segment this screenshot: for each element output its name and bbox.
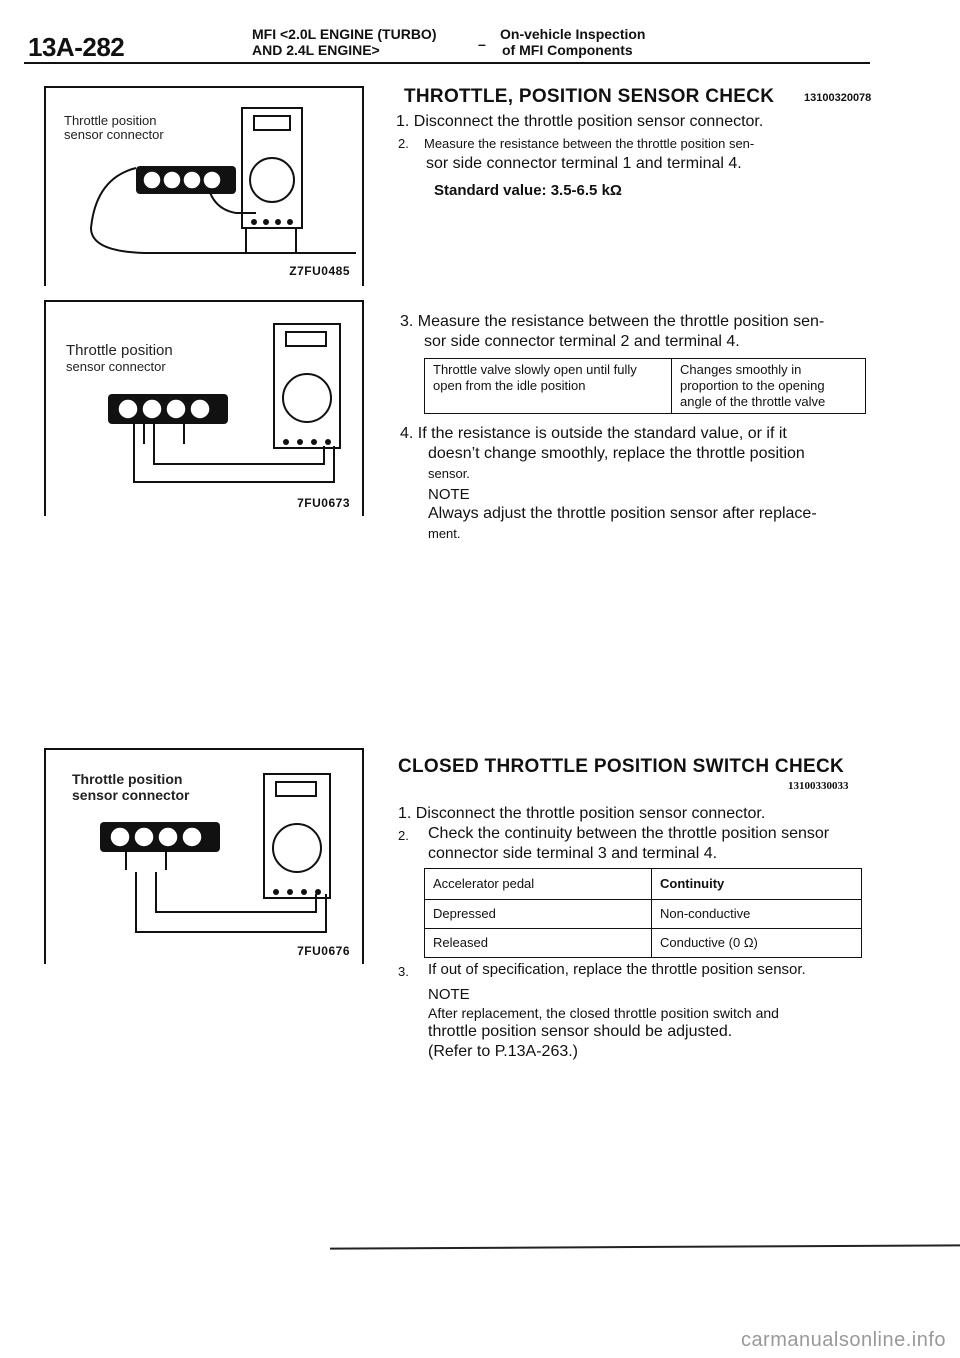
switch-step-1: 1. Disconnect the throttle position sens… <box>398 805 766 822</box>
sensor-step-2-num: 2. <box>398 136 409 151</box>
table-header-row: Accelerator pedal Continuity <box>424 868 862 900</box>
switch-check-code: 13100330033 <box>788 780 849 792</box>
sensor-note-line1: Always adjust the throttle position sens… <box>428 505 817 522</box>
sensor-step-2-line1: Measure the resistance between the throt… <box>424 136 755 151</box>
table-header-continuity: Continuity <box>651 868 862 900</box>
figure-3-top-border <box>46 748 362 750</box>
figure-3: Throttle position sensor connector 7FU06… <box>44 748 364 964</box>
header-engine-line1: MFI <2.0L ENGINE (TURBO) <box>252 26 437 42</box>
switch-step-3: If out of specification, replace the thr… <box>428 961 806 978</box>
sensor-note-line2: ment. <box>428 526 461 541</box>
sensor-check-title: THROTTLE, POSITION SENSOR CHECK <box>404 86 775 107</box>
figure-1-code: Z7FU0485 <box>289 264 350 278</box>
switch-check-title: CLOSED THROTTLE POSITION SWITCH CHECK <box>398 756 844 777</box>
header-section-line1: On-vehicle Inspection <box>500 26 646 42</box>
sensor-standard-value: Standard value: 3.5-6.5 kΩ <box>434 182 622 199</box>
watermark: carmanualsonline.info <box>740 1329 946 1351</box>
table-cell: Depressed <box>424 899 652 929</box>
sensor-step-3-line1: 3. Measure the resistance between the th… <box>400 313 825 330</box>
table-cell: Conductive (0 Ω) <box>651 928 862 958</box>
figure-2-diagram <box>108 323 341 483</box>
switch-note-label: NOTE <box>428 986 470 1003</box>
table-row: Depressed Non-conductive <box>424 899 862 929</box>
table-row: Throttle valve slowly open until fully o… <box>424 358 866 414</box>
figure-1-diagram <box>89 107 356 254</box>
figure-1-top-border <box>46 86 362 88</box>
sensor-step-3-line2: sor side connector terminal 2 and termin… <box>424 333 740 350</box>
sensor-step-4-line2: doesn’t change smoothly, replace the thr… <box>428 445 805 462</box>
switch-note-line2: throttle position sensor should be adjus… <box>428 1023 733 1040</box>
switch-check-table: Accelerator pedal Continuity Depressed N… <box>424 868 862 958</box>
header-dash: – <box>478 36 486 52</box>
figure-3-label-line1: Throttle position <box>72 771 183 787</box>
sensor-step-1: 1. Disconnect the throttle position sens… <box>396 113 764 130</box>
figure-1-label-line2: sensor connector <box>64 127 164 142</box>
sensor-note-label: NOTE <box>428 486 470 503</box>
table-cell: Non-conductive <box>651 899 862 929</box>
figure-1: Throttle position sensor connector Z7FU0… <box>44 86 364 286</box>
footer-rule <box>329 1244 960 1250</box>
figure-2: Throttle position sensor connector 7FU06… <box>44 300 364 516</box>
switch-note-line3: (Refer to P.13A-263.) <box>428 1043 579 1060</box>
table-cell: Released <box>424 928 652 958</box>
figure-1-label-line1: Throttle position <box>64 113 157 128</box>
table-cell: Changes smoothly in proportion to the op… <box>671 358 866 414</box>
table-cell: Throttle valve slowly open until fully o… <box>424 358 672 414</box>
switch-step-3-num: 3. <box>398 964 409 979</box>
figure-2-code: 7FU0673 <box>297 496 350 510</box>
table-row: Released Conductive (0 Ω) <box>424 928 862 958</box>
sensor-step-4-line1: 4. If the resistance is outside the stan… <box>400 425 787 442</box>
sensor-step-4-line3: sensor. <box>428 466 470 481</box>
switch-note-line1: After replacement, the closed throttle p… <box>428 1005 779 1021</box>
figure-2-label-line2: sensor connector <box>66 359 166 374</box>
header-rule <box>24 62 870 64</box>
sensor-check-code: 13100320078 <box>804 92 872 104</box>
header-engine-line2: AND 2.4L ENGINE> <box>252 42 380 58</box>
figure-3-label-line2: sensor connector <box>72 787 190 803</box>
table-header-pedal: Accelerator pedal <box>424 868 652 900</box>
switch-step-2-line2: connector side terminal 3 and terminal 4… <box>428 845 718 862</box>
switch-step-2-num: 2. <box>398 828 409 843</box>
switch-step-2-line1: Check the continuity between the throttl… <box>428 825 830 842</box>
sensor-check-table: Throttle valve slowly open until fully o… <box>424 358 866 414</box>
page-number: 13A-282 <box>28 32 125 62</box>
figure-2-top-border <box>46 300 362 302</box>
figure-2-label-line1: Throttle position <box>66 342 173 359</box>
header-section-line2: of MFI Components <box>502 42 633 58</box>
figure-3-diagram <box>100 773 331 933</box>
figure-3-code: 7FU0676 <box>297 944 350 958</box>
sensor-step-2-line2: sor side connector terminal 1 and termin… <box>426 155 742 172</box>
